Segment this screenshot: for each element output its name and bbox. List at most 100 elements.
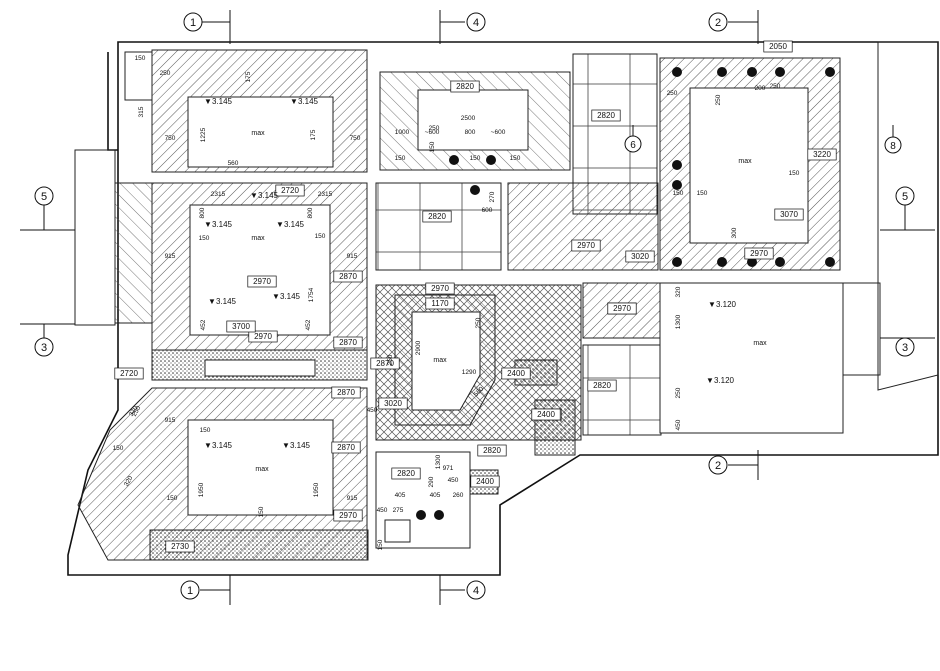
dimension-label: 250 xyxy=(387,354,394,365)
ceiling-height-label: 2970 xyxy=(339,511,357,520)
dimension-label: 370 xyxy=(128,404,140,417)
ceiling-height-label: 3070 xyxy=(780,210,798,219)
dimension-label: 150 xyxy=(395,155,406,162)
axis-marker-right-3: 3 xyxy=(880,337,935,357)
label-box xyxy=(331,441,361,454)
label-box xyxy=(391,467,421,480)
max-label: max xyxy=(251,235,265,242)
label-box xyxy=(470,475,500,488)
label-box xyxy=(763,40,793,53)
dimension-label: 150 xyxy=(697,190,708,197)
label-box xyxy=(247,275,277,288)
ceiling-height-label: 2970 xyxy=(253,277,271,286)
dimension-label: 150 xyxy=(429,141,436,152)
max-label: max xyxy=(251,130,265,137)
axis-marker-right-8: 8 xyxy=(884,125,902,154)
label-box xyxy=(422,210,452,223)
dimension-label: 250 xyxy=(160,70,171,77)
axis-label: 6 xyxy=(630,140,636,151)
max-label: max xyxy=(255,466,269,473)
dimension-label: 150 xyxy=(315,233,326,240)
room-zones xyxy=(74,41,939,561)
axis-label: 1 xyxy=(190,17,196,29)
dimension-label: 405 xyxy=(395,492,406,499)
dimension-label: 320 xyxy=(675,286,682,297)
dimension-label: 250 xyxy=(475,317,482,328)
axis-label: 5 xyxy=(902,191,908,203)
dimension-label: 315 xyxy=(138,106,145,117)
ceiling-height-label: 3020 xyxy=(631,252,649,261)
dimension-label: 200 xyxy=(755,85,766,92)
axis-marker-bottom-1: 1 xyxy=(180,575,231,605)
dimension-label: 290 xyxy=(428,476,435,487)
dimension-label: 915 xyxy=(347,253,358,260)
dimension-label: 150 xyxy=(673,190,684,197)
ceiling-height-label: 2820 xyxy=(428,212,446,221)
dimension-label: 1300 xyxy=(675,314,682,329)
dimension-label: ~600 xyxy=(425,129,440,136)
label-box xyxy=(625,250,655,263)
elevation-label: ▼3.145 xyxy=(204,220,232,229)
ceiling-height-label: 2870 xyxy=(339,272,357,281)
dimension-label: 1300 xyxy=(435,454,442,469)
dimension-label: 250 xyxy=(429,125,440,132)
label-box xyxy=(226,320,256,333)
label-box xyxy=(587,379,617,392)
label-box xyxy=(425,282,455,295)
dimension-label: ~600 xyxy=(491,129,506,136)
label-box xyxy=(378,397,408,410)
axis-marker-top-4: 4 xyxy=(439,10,486,44)
dimension-label: 300 xyxy=(731,227,738,238)
axis-marker-right-6: 6 xyxy=(624,125,642,153)
dimension-label: 150 xyxy=(258,506,265,517)
ceiling-height-label: 2720 xyxy=(120,369,138,378)
label-box xyxy=(571,239,601,252)
label-box xyxy=(450,80,480,93)
dimension-label: 1000 xyxy=(395,129,410,136)
ceiling-height-label: 2870 xyxy=(339,338,357,347)
columns xyxy=(416,67,835,520)
dimension-label: 1950 xyxy=(313,482,320,497)
max-label: max xyxy=(738,158,752,165)
ceiling-height-label: 2970 xyxy=(577,241,595,250)
dimension-label: 750 xyxy=(350,135,361,142)
axis-marker-bottom-4: 4 xyxy=(439,575,486,605)
label-box xyxy=(591,109,621,122)
dimension-label: 150 xyxy=(789,170,800,177)
ceiling-height-label: 2730 xyxy=(171,542,189,551)
label-box xyxy=(425,297,455,310)
ceiling-height-label: 2400 xyxy=(507,369,525,378)
axis-label: 4 xyxy=(473,585,479,597)
dimension-label: 260 xyxy=(453,492,464,499)
axis-marker-top-2: 2 xyxy=(708,10,759,44)
dimension-label: 405 xyxy=(430,492,441,499)
ceiling-height-label: 2720 xyxy=(281,186,299,195)
dimension-label: 971 xyxy=(443,465,454,472)
dimension-label: 800 xyxy=(465,129,476,136)
dimension-label: 450 xyxy=(448,477,459,484)
dimension-label: 150 xyxy=(199,235,210,242)
dimension-label: 750 xyxy=(165,135,176,142)
label-box xyxy=(333,509,363,522)
ceiling-height-label: 3700 xyxy=(232,322,250,331)
max-label: max xyxy=(433,357,447,364)
axis-label: 2 xyxy=(715,460,721,472)
ceiling-height-label: 2870 xyxy=(337,388,355,397)
dimension-label: 150 xyxy=(470,155,481,162)
ceiling-height-label: 2970 xyxy=(750,249,768,258)
axis-label: 2 xyxy=(715,17,721,29)
dimension-label: 560 xyxy=(228,160,239,167)
dimension-label: 250 xyxy=(715,94,722,105)
dimension-label: 2500 xyxy=(461,115,476,122)
ceiling-height-labels: 2720297028702970287028703700272028702970… xyxy=(114,40,837,553)
dimension-label: 915 xyxy=(165,417,176,424)
ceiling-height-label: 2820 xyxy=(456,82,474,91)
dimension-label: 150 xyxy=(167,495,178,502)
label-box xyxy=(333,336,363,349)
dimension-label: 275 xyxy=(393,507,404,514)
label-box xyxy=(744,247,774,260)
dimension-label: 1950 xyxy=(198,482,205,497)
label-box xyxy=(248,330,278,343)
elevation-labels: ▼3.145▼3.145▼3.145▼3.145▼3.145▼3.145▼3.1… xyxy=(204,97,736,450)
elevation-label: ▼3.145 xyxy=(276,220,304,229)
